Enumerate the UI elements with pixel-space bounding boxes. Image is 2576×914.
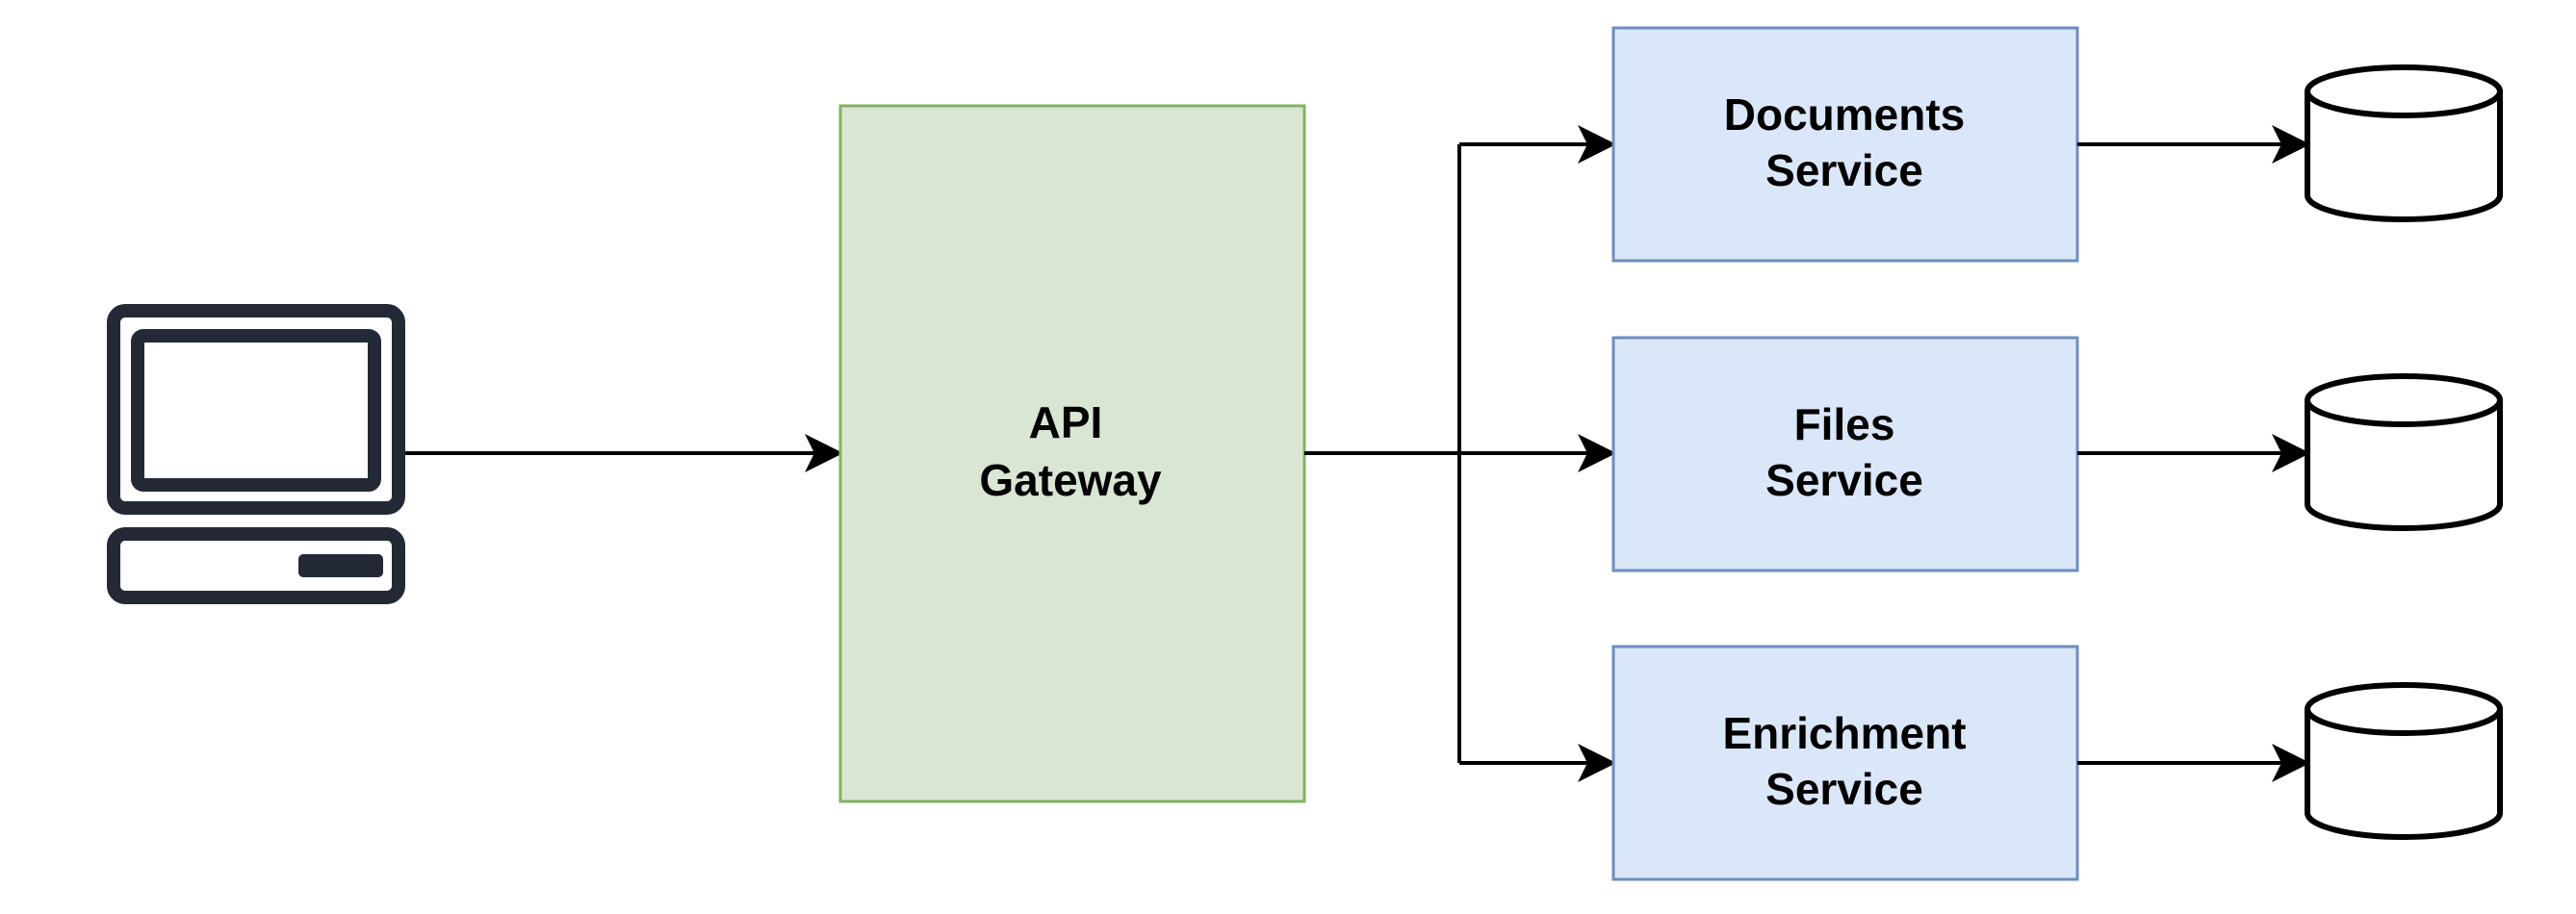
api-gateway-box [838,104,1306,803]
documents-service: Documents Service [1611,26,2079,263]
computer-icon [107,304,405,604]
documents-service-label-line2: Service [1765,145,1923,195]
database-icon [2305,682,2503,840]
files-db-body [2305,400,2503,531]
enrichment-service: Enrichment Service [1611,645,2079,881]
enrichment-service-label-line2: Service [1765,764,1923,814]
api-gateway-label-line1: API [1029,397,1103,447]
api-gateway-label-line2: Gateway [979,455,1162,505]
files-db-top [2305,373,2503,427]
files-service: Files Service [1611,336,2079,572]
enrichment-service-label-line1: Enrichment [1722,708,1966,758]
enrichment-db-top [2305,682,2503,736]
monitor-frame [107,304,405,515]
computer-base [107,527,405,604]
files-service-box [1611,336,2079,572]
files-service-label-line2: Service [1765,455,1923,505]
documents-db-top [2305,64,2503,118]
database-icon [2305,373,2503,531]
drive-slot [298,554,383,577]
api-gateway: API Gateway [838,104,1306,803]
gateway-fanout-connectors [1304,125,1616,782]
database-icon [2305,64,2503,222]
documents-service-box [1611,26,2079,263]
enrichment-service-box [1611,645,2079,881]
documents-db-body [2305,91,2503,222]
enrichment-db-body [2305,709,2503,840]
documents-service-label-line1: Documents [1724,89,1965,140]
monitor-screen [131,329,381,492]
files-service-label-line1: Files [1794,399,1895,449]
